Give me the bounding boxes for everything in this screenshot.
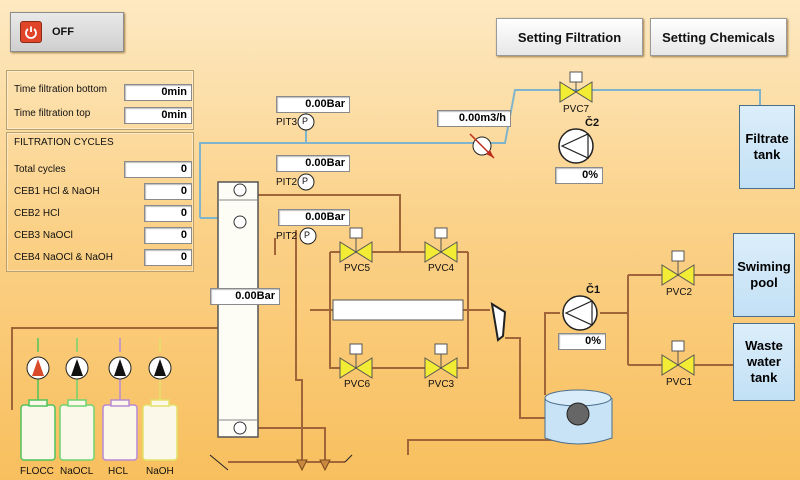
power-button-label: OFF [52,26,74,38]
filter-bottom-port [233,421,247,435]
pit2a-label: PIT2 [276,177,298,188]
power-off-button[interactable]: OFF [10,12,124,52]
waste-water-tank: Waste water tank [733,323,795,401]
dosing-lines [37,338,161,400]
pit2a-value: 0.00Bar [276,155,350,172]
valve-pvc4-label: PVC4 [428,263,455,274]
filtrate-tank-label: Filtrate tank [745,131,789,162]
pit2b-label: PIT2 [276,231,298,242]
pit3-gauge-letter: P [302,116,309,126]
drain-arrow-icons [296,459,331,472]
filtrate-tank: Filtrate tank [739,105,795,189]
time-top-value: 0min [124,107,192,124]
pit2a-gauge-letter: P [302,176,309,186]
cycles-row-value: 0 [144,205,192,222]
valve-pvc2-label: PVC2 [666,287,693,298]
cycles-title: FILTRATION CYCLES [14,137,114,148]
valve-pvc2-icon [661,250,695,286]
pit2b-value: 0.00Bar [278,209,350,226]
filter-upper-port [233,215,247,229]
valve-pvc4-icon [424,227,458,263]
pit3-label: PIT3 [276,117,298,128]
pump-c1-icon [562,295,598,331]
filtration-cycles-panel [6,132,194,272]
time-filtration-panel [6,70,194,130]
pump-c2-icon [558,128,594,164]
check-valve-icon [490,301,507,342]
cycles-row-label: CEB4 NaOCl & NaOH [14,252,113,263]
valve-pvc1-icon [661,340,695,376]
power-icon [20,21,42,43]
valve-pvc6-icon [339,343,373,379]
cycles-row-value: 0 [144,227,192,244]
cycles-row-label: Total cycles [14,164,66,175]
time-top-label: Time filtration top [14,108,91,119]
chemical-label-hcl: HCL [108,466,129,477]
cycles-row-label: CEB2 HCl [14,208,60,219]
swimming-pool-label: Swiming pool [737,259,791,290]
valve-pvc6-label: PVC6 [344,379,371,390]
flow-meter-icon [469,133,495,159]
pump-c1-value: 0% [558,333,606,350]
swimming-pool-tank: Swiming pool [733,233,795,317]
chemical-bottles [20,399,178,461]
chemical-label-flocc: FLOCC [20,466,54,477]
valve-pvc1-label: PVC1 [666,377,693,388]
valve-pvc7-label: PVC7 [563,104,590,115]
pump-c2-value: 0% [555,167,603,184]
pit2b-gauge-letter: P [304,230,311,240]
pressure-gauge-icons [297,113,317,245]
pump-c1-label: Č1 [586,284,601,296]
cycles-row-label: CEB1 HCl & NaOH [14,186,100,197]
cycles-row-value: 0 [124,161,192,178]
valve-pvc5-icon [339,227,373,263]
cycles-row-value: 0 [144,183,192,200]
cycles-row-value: 0 [144,249,192,266]
waste-water-label: Waste water tank [745,338,783,385]
pump-c2-label: Č2 [585,117,600,129]
chemical-label-naocl: NaOCL [60,466,94,477]
setting-chemicals-button[interactable]: Setting Chemicals [650,18,787,56]
tank-pump-icon [566,402,590,426]
chemical-label-naoh: NaOH [146,466,174,477]
valve-pvc5-label: PVC5 [344,263,371,274]
pit3-value: 0.00Bar [276,96,350,113]
time-bottom-label: Time filtration bottom [14,84,107,95]
time-bottom-value: 0min [124,84,192,101]
filter-pressure-value: 0.00Bar [210,288,280,305]
valve-pvc3-icon [424,343,458,379]
cycles-row-label: CEB3 NaOCl [14,230,73,241]
dosing-pump-icons [26,356,172,380]
valve-pvc3-label: PVC3 [428,379,455,390]
filter-top-port [233,183,247,197]
flow-value: 0.00m3/h [437,110,511,127]
membrane-module [332,299,464,321]
valve-pvc7-icon [559,71,593,103]
setting-filtration-button[interactable]: Setting Filtration [496,18,643,56]
